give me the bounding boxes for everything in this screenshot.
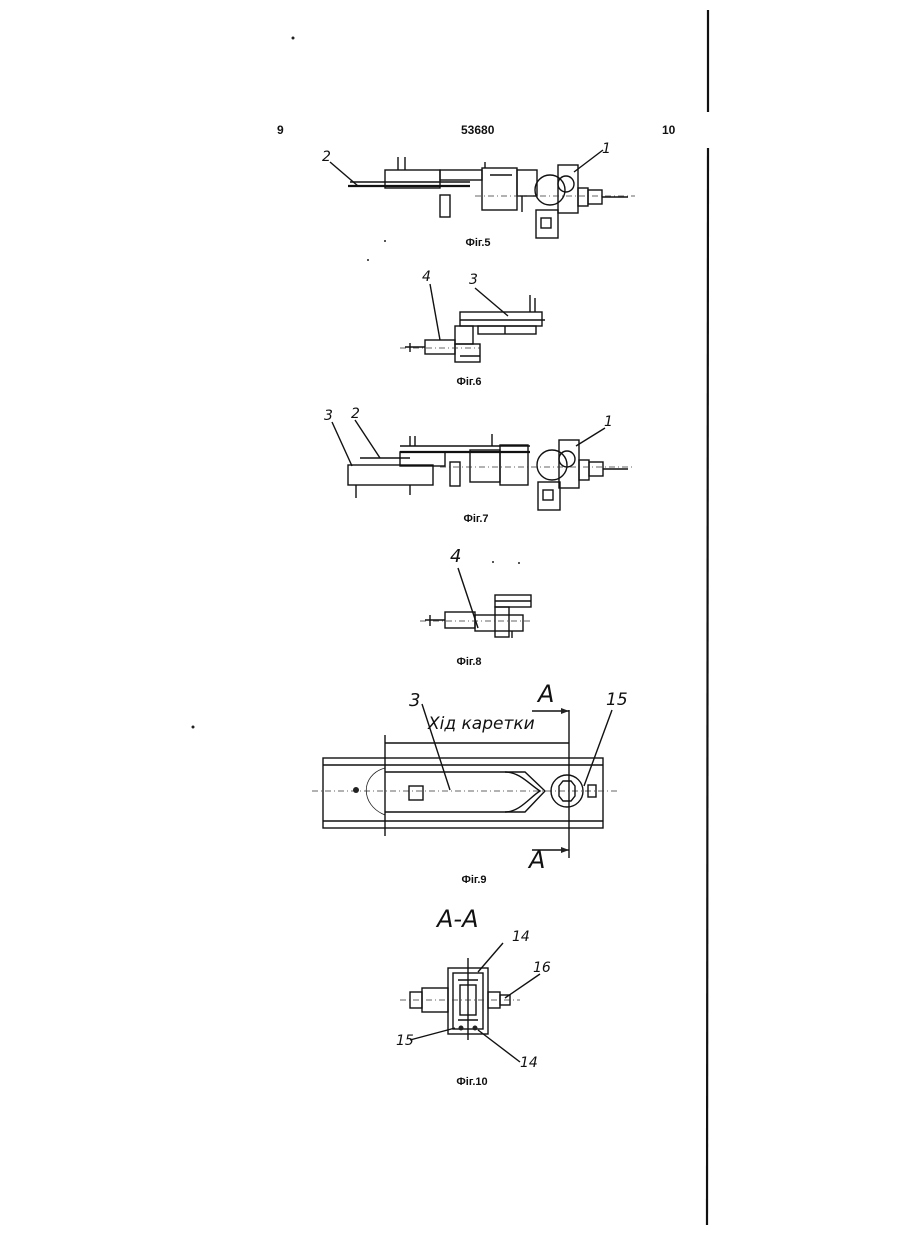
fig10-section-title: А-А bbox=[437, 905, 479, 933]
figure-10-caption: Фіг.10 bbox=[456, 1076, 487, 1088]
fig10-label-14-bottom: 14 bbox=[520, 1055, 538, 1071]
fig10-label-16: 16 bbox=[533, 960, 551, 976]
fig10-label-14-top: 14 bbox=[512, 929, 530, 945]
fig10-label-15: 15 bbox=[396, 1033, 414, 1049]
